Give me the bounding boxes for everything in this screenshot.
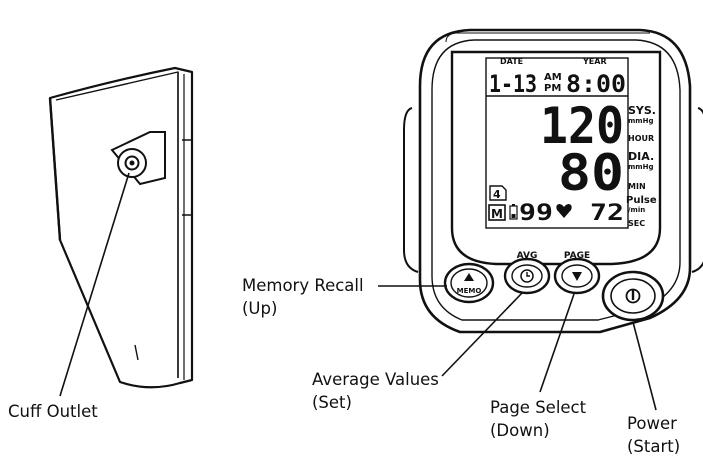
avg-button[interactable] <box>503 257 551 295</box>
lcd-sys-unit: mmHg <box>628 117 653 125</box>
lcd-pulse-value: 72 <box>590 201 624 226</box>
page-button-caption: PAGE <box>564 251 590 261</box>
power-label-line2: (Start) <box>627 437 681 456</box>
page-number-icon: 4 <box>489 185 507 201</box>
lcd-min-label: MIN <box>628 182 646 191</box>
memory-recall-label-line2: (Up) <box>242 299 278 318</box>
lcd-systolic-value: 120 <box>540 97 624 155</box>
memory-recall-label: Memory Recall (Up) <box>242 274 364 320</box>
lcd-am-indicator: AM <box>544 72 562 83</box>
lcd-pulse-label: Pulse <box>626 195 657 206</box>
leader-page-select <box>539 293 575 393</box>
lcd-sys-label: SYS. <box>628 104 656 117</box>
lcd-page-number: 4 <box>493 188 501 201</box>
average-values-label-line1: Average Values <box>312 370 439 389</box>
lcd-dia-unit: mmHg <box>628 163 653 171</box>
average-values-label: Average Values (Set) <box>312 368 439 414</box>
power-label-line1: Power <box>627 414 677 433</box>
memory-badge-icon: M <box>488 204 506 221</box>
page-select-label: Page Select (Down) <box>490 396 586 442</box>
cuff-outlet-label: Cuff Outlet <box>8 400 98 423</box>
avg-button-caption: AVG <box>517 251 538 261</box>
leader-power <box>632 321 657 411</box>
lcd-dia-label: DIA. <box>628 150 654 163</box>
device-side-view <box>48 66 194 389</box>
average-values-label-line2: (Set) <box>312 393 352 412</box>
lcd-panel: DATE YEAR 1-13 AM PM 8:00 120 80 SYS. mm… <box>450 50 662 266</box>
clock-icon <box>520 269 534 283</box>
lcd-hour-label: HOUR <box>628 134 654 143</box>
lcd-memory-count: 99 <box>519 201 553 226</box>
memory-recall-label-line1: Memory Recall <box>242 276 364 295</box>
lcd-pulse-unit: /min <box>628 206 645 214</box>
lcd-time-value: 8:00 <box>566 70 626 98</box>
power-label: Power (Start) <box>627 412 680 458</box>
lcd-date-caption: DATE <box>500 57 523 66</box>
battery-icon <box>509 204 518 220</box>
power-button[interactable] <box>601 270 665 322</box>
cuff-outlet-port <box>110 131 166 186</box>
lcd-sec-label: SEC <box>628 219 645 228</box>
leader-average-values <box>441 291 524 377</box>
lcd-date-value: 1-13 <box>489 70 537 98</box>
down-arrow-icon <box>572 272 582 281</box>
up-arrow-icon <box>464 273 474 281</box>
cuff-outlet-label-text: Cuff Outlet <box>8 402 98 421</box>
leader-cuff-outlet <box>59 172 130 397</box>
lcd-pm-indicator: PM <box>544 83 561 94</box>
power-icon <box>625 288 641 304</box>
page-button[interactable] <box>553 257 601 295</box>
lcd-memory-badge: M <box>491 207 503 221</box>
page-select-label-line2: (Down) <box>490 421 550 440</box>
lcd-diastolic-value: 80 <box>558 144 624 202</box>
lcd-year-caption: YEAR <box>582 57 607 66</box>
page-select-label-line1: Page Select <box>490 398 587 417</box>
memo-button-caption: MEMO <box>457 287 482 295</box>
heart-icon <box>556 204 572 218</box>
leader-lines <box>59 172 657 411</box>
memo-button[interactable]: MEMO <box>443 262 495 304</box>
